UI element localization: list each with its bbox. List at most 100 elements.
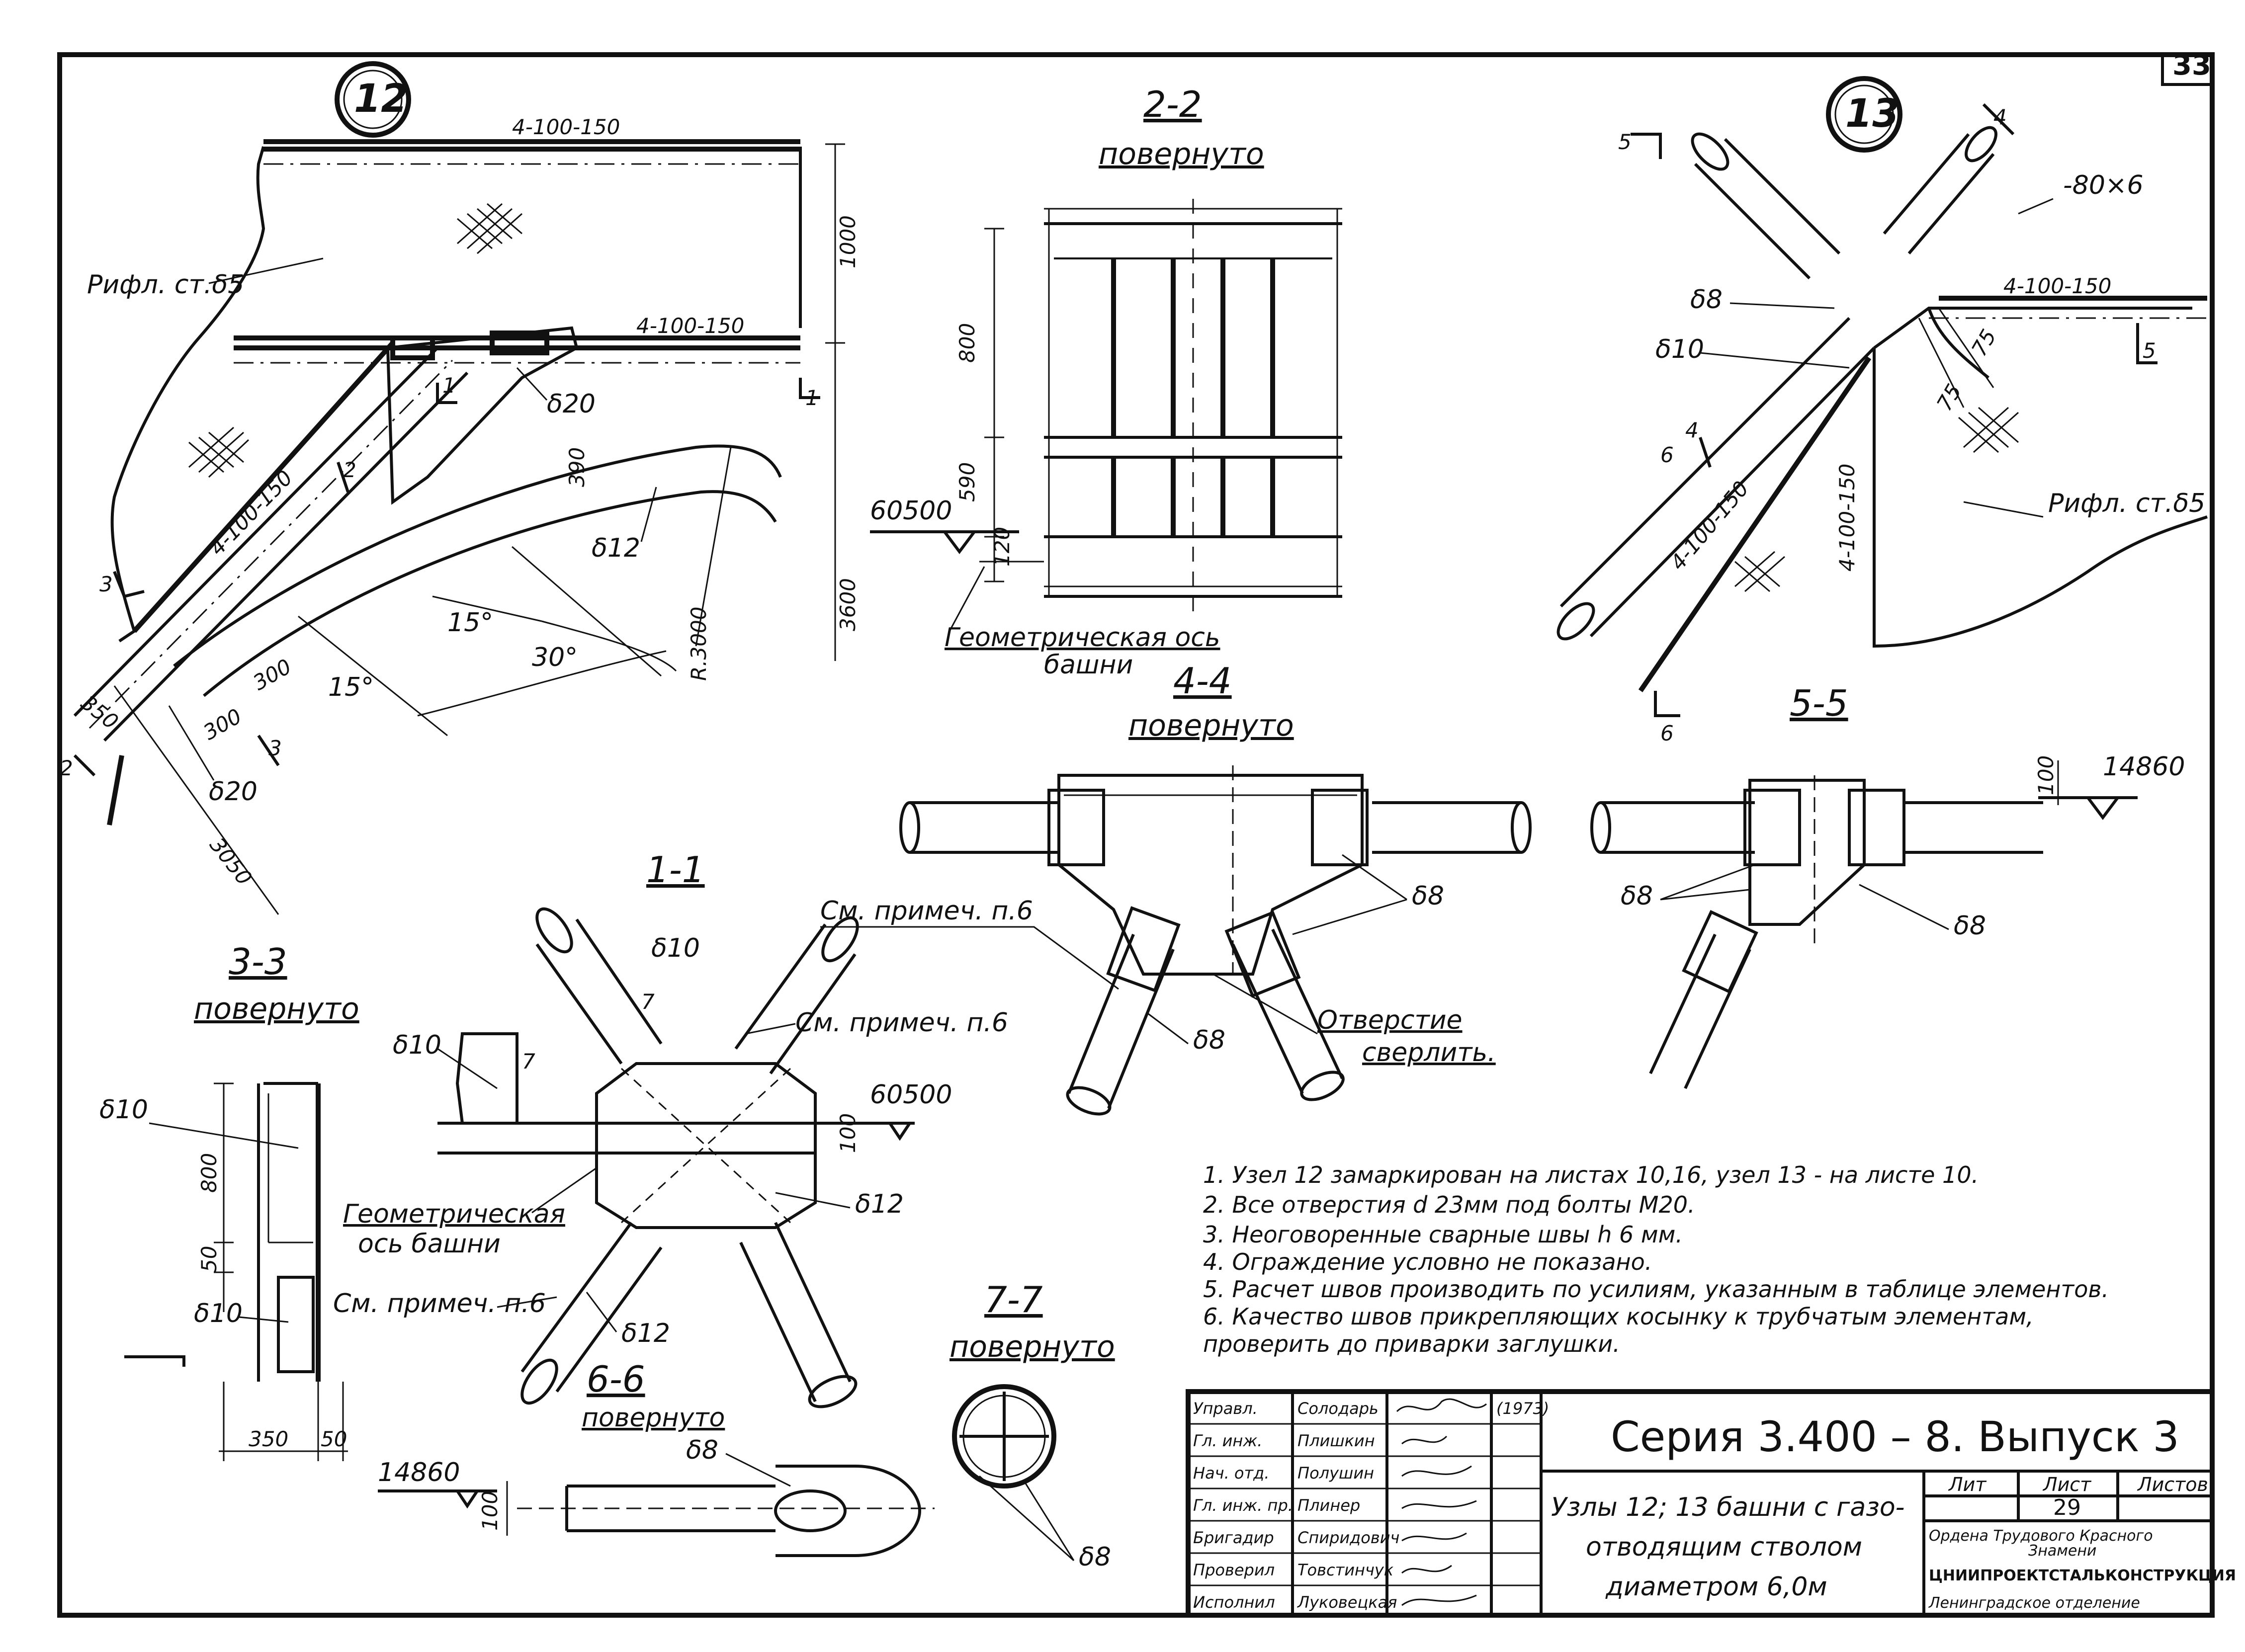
d13-cut-6b: 6 — [1660, 721, 1674, 745]
tb-name-6: Товстинчук — [1297, 1561, 1394, 1579]
sec55-thk-8b: δ8 — [1954, 911, 1986, 941]
sec44-thk-8b: δ8 — [1193, 1025, 1225, 1055]
sec11-title: 1-1 — [646, 849, 705, 891]
node-12-circle — [335, 61, 411, 138]
thk-20b: δ20 — [209, 777, 258, 807]
notes: 1. Узел 12 замаркирован на листах 10,16,… — [1203, 1161, 2109, 1357]
sec33-dim-800: 800 — [197, 1153, 221, 1193]
sec22-panels — [1054, 257, 1332, 537]
tb-name-1: Солодарь — [1297, 1399, 1379, 1418]
sec66-title: 6-6 — [587, 1358, 645, 1400]
sec11-axis-1: Геометрическая — [343, 1199, 565, 1229]
title-block: Управл. Солодарь Гл. инж. Плишкин Нач. о… — [1186, 1389, 2236, 1618]
dim-300b: 300 — [249, 654, 296, 695]
angle-15b: 15° — [328, 672, 374, 702]
sec77-subtitle: повернуто — [950, 1329, 1115, 1364]
d13-dim-75a: 75 — [1932, 380, 1966, 415]
sec33-thk-10b: δ10 — [194, 1299, 243, 1328]
tb-role-7: Исполнил — [1193, 1593, 1275, 1612]
sec11-dim-7: 7 — [522, 1049, 535, 1074]
d13-cut-6: 6 — [1660, 443, 1674, 467]
sheet-number-box — [2161, 55, 2212, 86]
tb-org-3: ЦНИИПРОЕКТСТАЛЬКОНСТРУКЦИЯ — [1929, 1567, 2236, 1584]
sec33-dim-50: 50 — [197, 1246, 221, 1272]
hatch-patch-a — [457, 203, 522, 254]
sec11-thk-12a: δ12 — [855, 1189, 904, 1219]
tb-name-7: Луковецкая — [1297, 1593, 1397, 1612]
section-7-7: 7-7 повернуто δ8 — [950, 1279, 1115, 1572]
tb-name-2: Плишкин — [1297, 1431, 1375, 1450]
section-2-2: 2-2 повернуто 800 590 120 60500 Геометри… — [870, 83, 1342, 680]
tube-upper-left — [1694, 138, 1841, 280]
sec11-level: 60500 — [870, 1080, 952, 1110]
dim-390: 390 — [565, 447, 589, 487]
tb-name-3: Полушин — [1297, 1464, 1374, 1483]
sec22-title: 2-2 — [1143, 83, 1202, 125]
node-13-label: 13 — [1845, 91, 1900, 136]
detail-13: 13 4-100-150 -80×6 Рифл. ст.δ5 4-100-150… — [1556, 76, 2208, 745]
sec22-axis-2: башни — [1044, 650, 1133, 680]
plate-mid-label: 4-100-150 — [636, 314, 744, 338]
d13-cut-5b: 5 — [2143, 338, 2156, 363]
d13-cut-4: 4 — [1993, 105, 2007, 129]
sec22-subtitle: повернуто — [1099, 137, 1264, 171]
dim-1000: 1000 — [836, 215, 860, 268]
d13-thk-10: δ10 — [1655, 334, 1704, 364]
tb-role-5: Бригадир — [1193, 1528, 1274, 1547]
curved-shell — [173, 444, 782, 667]
sec66-dim-100: 100 — [478, 1491, 502, 1531]
sec44-title: 4-4 — [1173, 660, 1232, 702]
section-1-1: 1-1 60500 100 δ10 δ10 7 7 См. примеч. п.… — [333, 849, 1008, 1408]
thk-20a: δ20 — [547, 389, 596, 419]
sec11-thk-10b: δ10 — [393, 1030, 441, 1060]
hatch-patch-b — [188, 426, 250, 478]
cut-2: 2 — [343, 458, 356, 482]
drawing-frame — [57, 52, 2215, 1618]
sec22-dim-800: 800 — [955, 323, 979, 363]
tb-col-lit: Лит — [1948, 1474, 1987, 1495]
sec44-note-ref: См. примеч. п.6 — [820, 896, 1033, 926]
cut-3b: 3 — [268, 736, 282, 760]
angle-15a: 15° — [447, 608, 493, 638]
angle-30: 30° — [532, 643, 578, 672]
sec11-note-ref-a: См. примеч. п.6 — [795, 1008, 1008, 1038]
note-2: 2. Все отверстия d 23мм под болты М20. — [1203, 1191, 1695, 1218]
tb-col-sheets: Листов — [2137, 1474, 2208, 1495]
node-12-label: 12 — [354, 77, 408, 121]
d13-ribbed: Рифл. ст.δ5 — [2048, 489, 2205, 518]
d13-cut-5: 5 — [1618, 130, 1632, 154]
sec77-thk-8: δ8 — [1079, 1542, 1111, 1572]
sheet-number: 33 — [2172, 49, 2211, 82]
section-4-4: 4-4 повернуто См. примеч. п.6 δ8 δ8 Отве… — [820, 660, 1532, 1116]
sec11-note-ref-b: См. примеч. п.6 — [333, 1289, 546, 1319]
sec11-thk-10a: δ10 — [651, 933, 700, 963]
tube-lower-left — [1559, 317, 1876, 638]
sec44-subtitle: повернуто — [1128, 708, 1294, 743]
tb-role-3: Нач. отд. — [1193, 1464, 1269, 1483]
sec55-dim-100: 100 — [2034, 755, 2058, 795]
sec55-level: 14860 — [2103, 752, 2185, 782]
cut-2b: 2 — [60, 756, 73, 780]
sec11-dim-100: 100 — [836, 1113, 860, 1153]
node-13-circle-inner — [1834, 84, 1894, 144]
note-6: 6. Качество швов прикрепляющих косынку к… — [1203, 1303, 2034, 1330]
plate-top-label: 4-100-150 — [512, 115, 620, 139]
diagonal-brace — [73, 346, 469, 742]
sec66-level: 14860 — [378, 1458, 460, 1487]
dim-3050: 3050 — [205, 833, 257, 890]
sec66-thk-8: δ8 — [686, 1435, 718, 1465]
sec11-thk-12b: δ12 — [621, 1319, 670, 1348]
sec11-dim-7b: 7 — [641, 990, 655, 1014]
cut-1: 1 — [442, 373, 456, 398]
sec33-title: 3-3 — [229, 941, 287, 983]
section-6-6: 6-6 повернуто 14860 100 δ8 — [378, 1358, 935, 1557]
tb-org-4: Ленинградское отделение — [1928, 1594, 2140, 1612]
tube-upper-right — [1883, 133, 1995, 254]
sec44-hole-2: сверлить. — [1362, 1038, 1496, 1068]
tb-org-1: Ордена Трудового Красного — [1929, 1527, 2153, 1545]
radius-3000: R.3000 — [687, 607, 711, 681]
tb-role-2: Гл. инж. — [1193, 1431, 1262, 1450]
sec33-thk-10a: δ10 — [99, 1095, 148, 1125]
sec33-dim-50b: 50 — [321, 1427, 347, 1451]
